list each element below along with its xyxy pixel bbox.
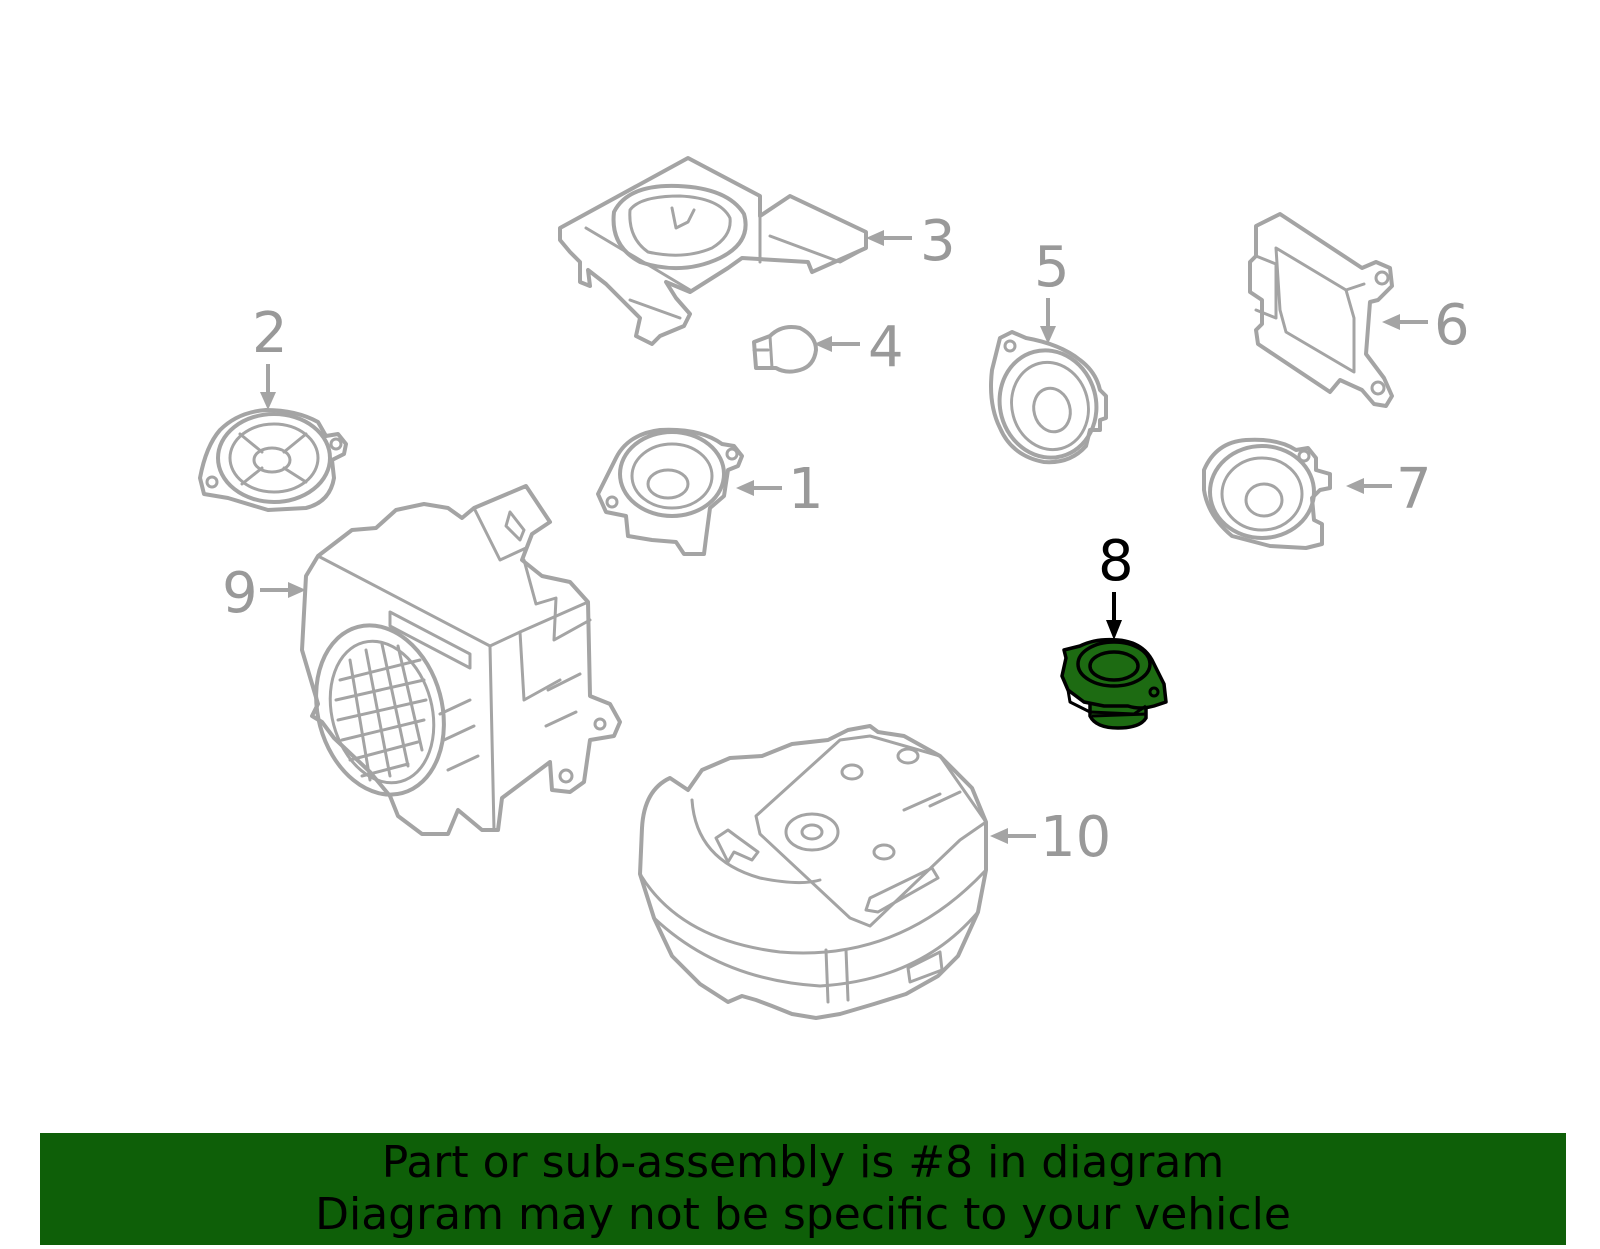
callout-label-9[interactable]: 9: [222, 561, 258, 626]
callout-label-8[interactable]: 8: [1098, 529, 1134, 594]
part-3-bracket[interactable]: [558, 156, 868, 346]
callout-label-2[interactable]: 2: [252, 301, 288, 366]
part-9-housing[interactable]: [298, 484, 622, 836]
part-8-speaker-highlighted[interactable]: [1060, 637, 1168, 730]
callout-label-7[interactable]: 7: [1396, 457, 1432, 522]
info-banner: Part or sub-assembly is #8 in diagram Di…: [40, 1133, 1566, 1245]
banner-line-part: Part or sub-assembly is #8 in diagram: [381, 1137, 1225, 1188]
part-1-speaker[interactable]: [596, 427, 744, 556]
grille-mesh: [334, 642, 428, 782]
part-10-subwoofer[interactable]: [638, 724, 988, 1020]
part-4-clip[interactable]: [752, 325, 818, 374]
callout-labels: 3 4 2 1 5 6 7 8 9 10: [222, 209, 1470, 870]
callout-label-5[interactable]: 5: [1034, 235, 1070, 300]
callout-label-3[interactable]: 3: [920, 209, 956, 274]
banner-line-disclaimer: Diagram may not be specific to your vehi…: [315, 1189, 1291, 1240]
part-2-speaker[interactable]: [198, 408, 348, 512]
callout-arrows: [260, 230, 1428, 844]
part-7-speaker[interactable]: [1202, 437, 1332, 550]
callout-label-6[interactable]: 6: [1434, 293, 1470, 358]
part-5-speaker[interactable]: [988, 330, 1109, 469]
part-6-module[interactable]: [1248, 212, 1394, 408]
callout-label-4[interactable]: 4: [868, 315, 904, 380]
callout-label-10[interactable]: 10: [1040, 805, 1111, 870]
callout-label-1[interactable]: 1: [788, 457, 824, 522]
